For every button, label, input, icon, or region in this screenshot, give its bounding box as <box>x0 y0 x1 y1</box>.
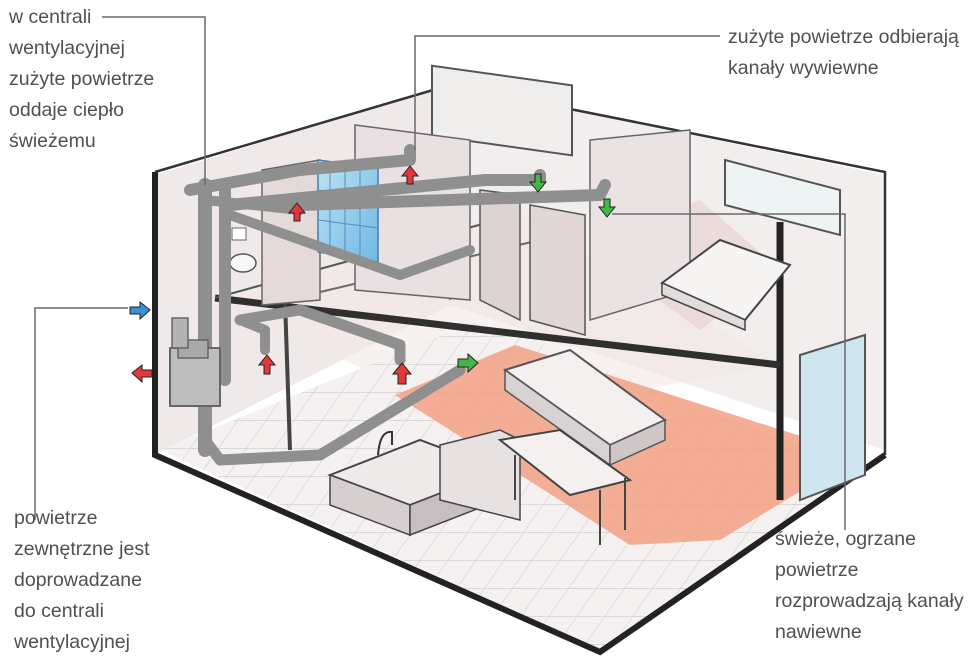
label-line: powietrze <box>14 507 98 529</box>
blue-intake-arrow-icon <box>129 300 151 321</box>
dining-table <box>497 428 633 497</box>
red-exhaust-arrow-icon <box>257 354 277 375</box>
label-line: wentylacyjnej <box>9 37 125 59</box>
label-line: oddaje ciepło <box>9 99 124 121</box>
label-line: doprowadzane <box>14 569 142 591</box>
label-line: świeżemu <box>9 130 96 152</box>
red-exhaust-arrow-icon <box>400 165 420 185</box>
label-line: zewnętrzne jest <box>14 538 150 560</box>
label-line: wentylacyjnej <box>14 631 130 653</box>
label-line: świeże, ogrzane <box>775 528 916 550</box>
label-line: do centrali <box>14 600 104 622</box>
label-line: powietrze <box>775 559 859 581</box>
label-line: kanały wywiewne <box>728 57 879 79</box>
label-line: zużyte powietrze odbierają <box>728 26 959 48</box>
green-supply-arrow-icon <box>597 198 617 218</box>
label-line: rozprowadzają kanały <box>775 590 964 612</box>
ground-floor-furniture <box>327 348 667 545</box>
label-exhaust-ducts: zużyte powietrze odbierają kanały wywiew… <box>728 22 959 84</box>
label-line: zużyte powietrze <box>9 68 155 90</box>
green-supply-arrow-icon <box>528 173 548 193</box>
red-exhaust-arrow-icon <box>391 362 413 385</box>
label-outdoor-air: powietrze zewnętrzne jest doprowadzane d… <box>14 503 149 658</box>
label-line: w centrali <box>9 6 92 28</box>
label-line: nawiewne <box>775 621 862 643</box>
red-exhaust-arrow-icon <box>131 363 153 384</box>
label-heat-exchange: w centrali wentylacyjnej zużyte powietrz… <box>9 2 154 157</box>
leader-lines <box>34 16 846 530</box>
green-supply-arrow-icon <box>457 352 479 374</box>
label-supply-ducts: świeże, ogrzane powietrze rozprowadzają … <box>775 524 964 648</box>
airflow-arrows <box>129 165 617 385</box>
red-exhaust-arrow-icon <box>287 202 307 222</box>
